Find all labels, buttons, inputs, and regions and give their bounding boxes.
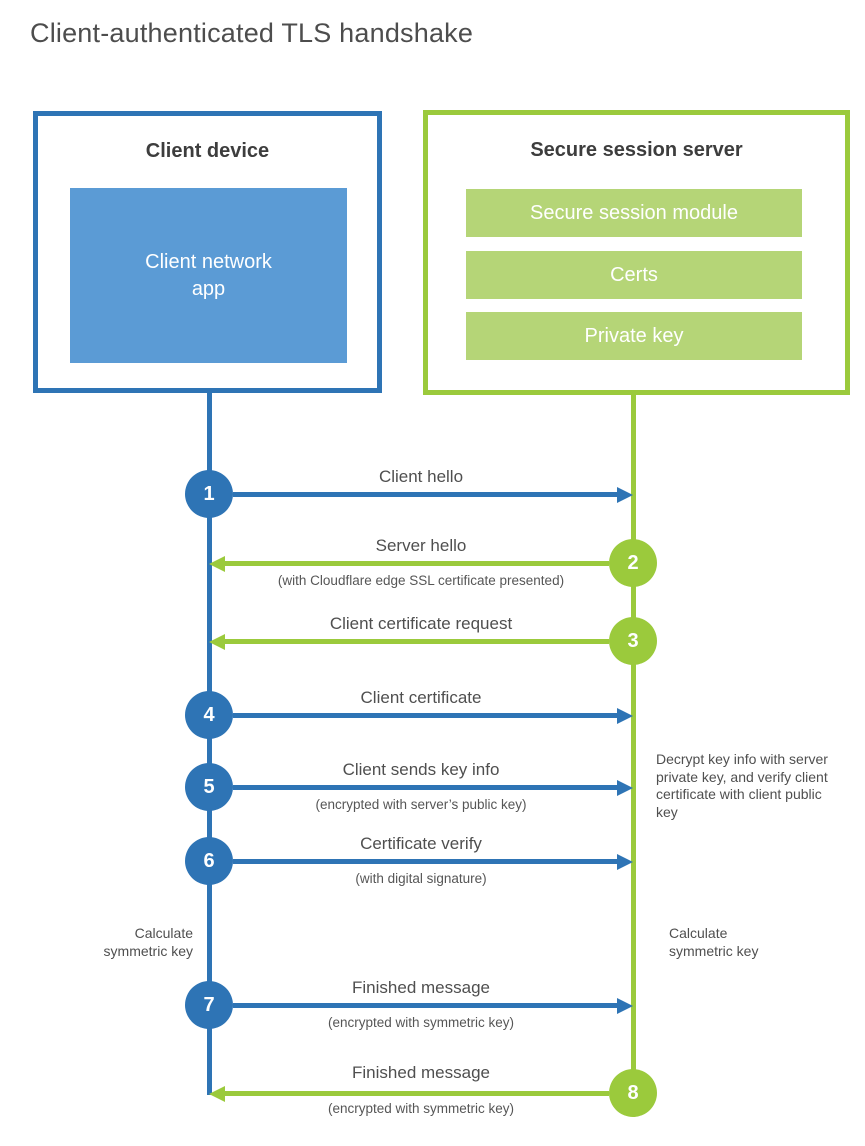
secure-session-server-title: Secure session server [530,139,743,161]
step-circle-3: 3 [609,617,657,665]
step-circle-6: 6 [185,837,233,885]
arrowhead-left-icon [209,633,225,650]
arrow-step5 [233,779,633,796]
message-label-step4: Client certificate [360,688,482,707]
step-circle-7: 7 [185,981,233,1029]
step-circle-2: 2 [609,539,657,587]
step-circle-8: 8 [609,1069,657,1117]
message-sublabel-step7: (encrypted with symmetric key) [327,1015,515,1030]
message-label-step1: Client hello [378,467,464,486]
message-label-step6: Certificate verify [360,834,482,853]
client-network-app-box: Client network app [70,188,347,363]
server-lifeline [631,393,636,1093]
arrowhead-left-icon [209,1085,225,1102]
server-module-private-key: Private key [466,312,802,360]
message-label-step2: Server hello [375,536,467,555]
step-circle-5: 5 [185,763,233,811]
client-lifeline [207,393,212,1095]
message-label-step7: Finished message [352,978,490,997]
arrowhead-left-icon [209,555,225,572]
arrow-step7 [233,997,633,1014]
calculate-symmetric-key-note-client: Calculate symmetric key [103,925,193,959]
decrypt-key-note: Decrypt key info with server private key… [656,751,828,820]
calculate-symmetric-key-note-server: Calculate symmetric key [669,925,759,959]
arrow-step6 [233,853,633,870]
message-label-step3: Client certificate request [329,614,513,633]
step-circle-1: 1 [185,470,233,518]
diagram-title: Client-authenticated TLS handshake [30,18,474,48]
arrowhead-right-icon [617,997,633,1014]
arrow-step1 [233,486,633,503]
server-module-secure-session: Secure session module [466,189,802,237]
arrow-step8 [209,1085,609,1102]
arrowhead-right-icon [617,486,633,503]
client-device-title: Client device [145,140,270,162]
message-sublabel-step6: (with digital signature) [355,871,487,886]
arrowhead-right-icon [617,707,633,724]
message-label-step8: Finished message [352,1063,490,1082]
message-label-step5: Client sends key info [342,760,500,779]
arrow-step4 [233,707,633,724]
message-sublabel-step8: (encrypted with symmetric key) [327,1101,515,1116]
server-module-certs: Certs [466,251,802,299]
arrow-step3 [209,633,609,650]
arrowhead-right-icon [617,853,633,870]
message-sublabel-step2: (with Cloudflare edge SSL certificate pr… [277,573,565,588]
arrow-step2 [209,555,609,572]
arrowhead-right-icon [617,779,633,796]
message-sublabel-step5: (encrypted with server’s public key) [315,797,527,812]
step-circle-4: 4 [185,691,233,739]
